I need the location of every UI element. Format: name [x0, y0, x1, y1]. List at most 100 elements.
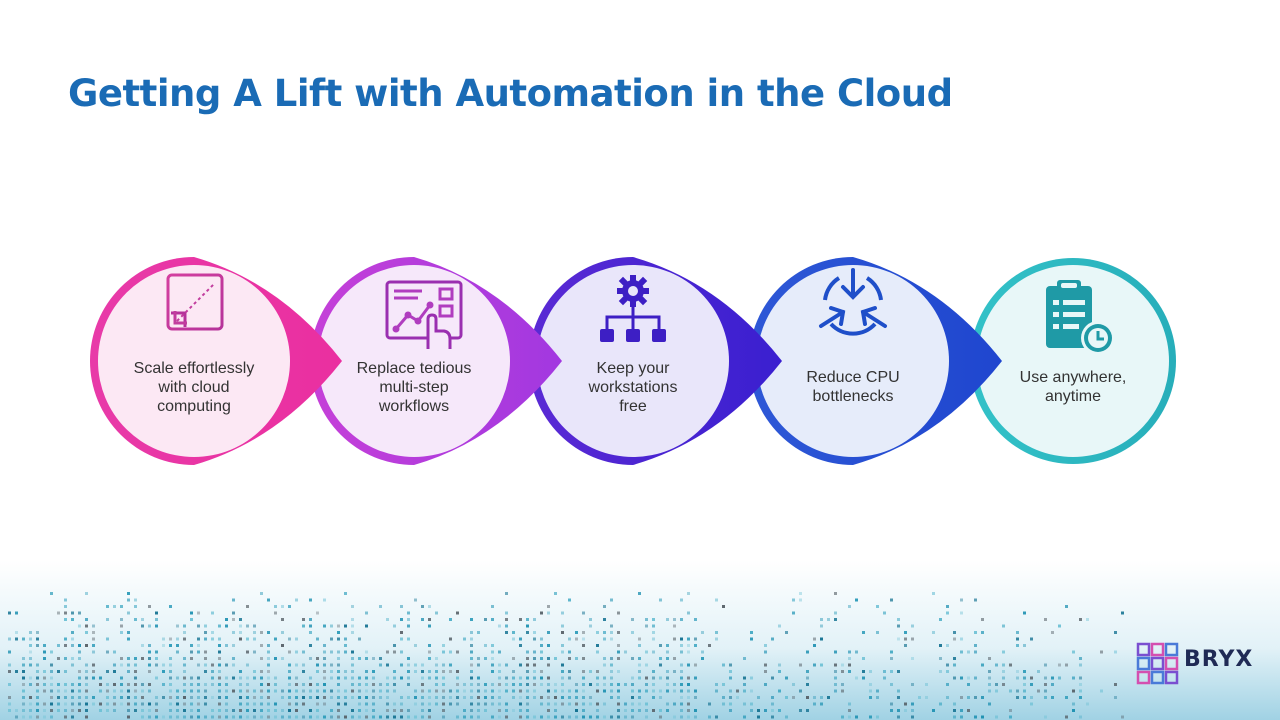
decorative-dot: [323, 683, 326, 686]
decorative-dot: [309, 676, 312, 680]
decorative-dot: [113, 650, 116, 654]
decorative-dot: [603, 657, 606, 660]
decorative-dot: [218, 709, 221, 712]
decorative-dot: [925, 683, 928, 686]
decorative-dot: [127, 709, 130, 712]
decorative-dot: [806, 676, 809, 680]
decorative-dot: [680, 683, 683, 686]
decorative-dot: [176, 709, 179, 712]
decorative-dot: [449, 689, 452, 693]
decorative-dot: [1023, 670, 1026, 673]
decorative-dot: [687, 696, 690, 699]
decorative-dot: [8, 650, 11, 654]
decorative-dot: [435, 670, 438, 673]
decorative-dot: [680, 644, 683, 647]
converging-arrows-icon: [819, 268, 887, 336]
decorative-dot: [988, 702, 991, 706]
decorative-dot: [477, 663, 480, 667]
decorative-dot: [372, 702, 375, 706]
decorative-dot: [512, 689, 515, 693]
decorative-dot: [680, 670, 683, 673]
decorative-dot: [85, 618, 88, 621]
decorative-dot: [344, 670, 347, 673]
decorative-dot: [407, 611, 410, 615]
decorative-dot: [190, 644, 193, 647]
decorative-dot: [610, 696, 613, 699]
decorative-dot: [673, 637, 676, 641]
decorative-dot: [456, 611, 459, 615]
decorative-dot: [568, 657, 571, 660]
decorative-dot: [71, 709, 74, 712]
decorative-dot: [407, 670, 410, 673]
decorative-dot: [344, 676, 347, 680]
decorative-dot: [778, 689, 781, 693]
decorative-dot: [351, 715, 354, 719]
decorative-dot: [953, 676, 956, 680]
decorative-dot: [820, 618, 823, 621]
decorative-dot: [505, 624, 508, 628]
decorative-dot: [442, 670, 445, 673]
decorative-dot: [141, 696, 144, 699]
decorative-dot: [645, 683, 648, 686]
decorative-dot: [862, 657, 865, 660]
decorative-dot: [778, 709, 781, 712]
decorative-dot: [274, 605, 277, 608]
decorative-dot: [610, 689, 613, 693]
decorative-dot: [274, 657, 277, 660]
decorative-dot: [113, 663, 116, 667]
decorative-dot: [834, 676, 837, 680]
decorative-dot: [92, 631, 95, 634]
decorative-dot: [211, 715, 214, 719]
decorative-dot: [421, 618, 424, 621]
decorative-dot: [204, 696, 207, 699]
decorative-dot: [435, 683, 438, 686]
decorative-dot: [1002, 624, 1005, 628]
decorative-dot: [631, 676, 634, 680]
decorative-dot: [162, 670, 165, 673]
decorative-dot: [666, 670, 669, 673]
decorative-dot: [134, 618, 137, 621]
decorative-dot: [106, 637, 109, 641]
decorative-dot: [29, 696, 32, 699]
decorative-dot: [50, 670, 53, 673]
decorative-dot: [484, 657, 487, 660]
decorative-dot: [638, 676, 641, 680]
decorative-dot: [337, 657, 340, 660]
decorative-dot: [190, 676, 193, 680]
decorative-dot: [694, 618, 697, 621]
decorative-dot: [652, 676, 655, 680]
decorative-dot: [8, 637, 11, 641]
decorative-dot: [463, 696, 466, 699]
decorative-dot: [561, 670, 564, 673]
decorative-dot: [736, 689, 739, 693]
decorative-dot: [71, 715, 74, 719]
decorative-dot: [435, 663, 438, 667]
decorative-dot: [939, 702, 942, 706]
decorative-dot: [505, 715, 508, 719]
decorative-dot: [246, 650, 249, 654]
decorative-dot: [470, 618, 473, 621]
decorative-dot: [211, 696, 214, 699]
decorative-dot: [568, 676, 571, 680]
decorative-dot: [855, 715, 858, 719]
decorative-dot: [204, 702, 207, 706]
decorative-dot: [218, 702, 221, 706]
decorative-dot: [323, 657, 326, 660]
decorative-dot: [526, 657, 529, 660]
decorative-dot: [505, 702, 508, 706]
decorative-dot: [323, 598, 326, 602]
decorative-dot: [71, 663, 74, 667]
decorative-dot: [218, 657, 221, 660]
decorative-dot: [561, 715, 564, 719]
decorative-dot: [890, 683, 893, 686]
decorative-dot: [323, 650, 326, 654]
decorative-dot: [568, 598, 571, 602]
decorative-dot: [36, 644, 39, 647]
decorative-dot: [820, 624, 823, 628]
decorative-dot: [22, 709, 25, 712]
step-3-line-1: Keep your: [596, 360, 670, 377]
decorative-dot: [15, 611, 18, 615]
decorative-dot: [337, 715, 340, 719]
decorative-dot: [596, 689, 599, 693]
decorative-dot: [386, 650, 389, 654]
